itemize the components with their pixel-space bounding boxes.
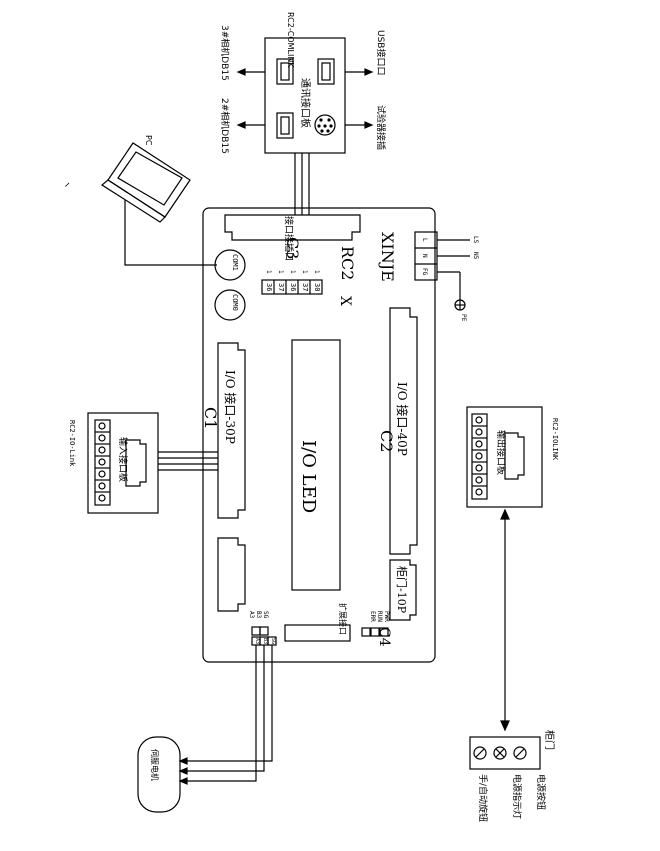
c2-title: C2	[377, 430, 396, 452]
comm-board-title: RC2-COMLINK	[286, 12, 295, 68]
status-led-label: PWR	[383, 611, 390, 622]
c4-title: C4	[376, 627, 392, 647]
terminal-mark: 1	[265, 270, 272, 274]
terminal-mark: 1	[277, 270, 284, 274]
signal-label: SG	[262, 611, 269, 619]
io-link-name: 输入接口板	[117, 437, 129, 482]
pc-label: PC	[144, 135, 153, 146]
comm-port-3	[276, 58, 294, 85]
io-out-name: 输出接口板	[495, 430, 507, 475]
c4-label: 柜门-10P	[395, 566, 409, 614]
brand-label: XINJE	[378, 232, 397, 282]
comm-port-usb	[317, 58, 335, 85]
signal-label: B3	[255, 611, 262, 619]
usb-label: USB接口口	[375, 30, 387, 75]
pe-label: PE	[460, 314, 467, 322]
c1-label: I/O 接口-30P	[223, 370, 238, 444]
com1-label: COM1	[231, 254, 239, 271]
power-button-label: 电源按钮	[535, 774, 547, 810]
io-led-panel	[291, 339, 341, 591]
sgn-pin: SG	[270, 638, 276, 644]
door-panel-title: 柜门	[543, 730, 556, 750]
power-label-ls: LS	[472, 236, 479, 244]
model-label: RC2	[338, 246, 357, 280]
comm-port-2-label: 2#相机DB15	[219, 98, 231, 154]
io-led-label: I/O LED	[298, 440, 319, 513]
c1-connector	[217, 342, 246, 519]
sgn-pin: A3	[254, 638, 260, 644]
c3-label: C3	[283, 237, 302, 259]
mode-knob-icon	[473, 746, 487, 760]
expansion-header	[284, 624, 351, 642]
c2-label: I/O 接口-40P	[395, 382, 410, 456]
terminal-number: 37	[301, 283, 309, 291]
power-pin-l: L	[421, 238, 428, 242]
power-pin-fg: FG	[421, 268, 428, 276]
io-link-title: RC2-IO-Link	[68, 420, 76, 467]
power-lamp-label: 电源指示灯	[511, 774, 523, 819]
expansion-label: 扩展接口	[338, 603, 348, 635]
servo-label: 伺服电机	[150, 749, 160, 781]
terminal-mark: 1	[313, 270, 320, 274]
model-suffix: X	[337, 296, 353, 306]
signal-label: A3	[248, 611, 255, 619]
tester-label: 试验器接插	[375, 105, 387, 150]
com1-port	[214, 249, 246, 281]
pc-icon	[100, 142, 191, 223]
comm-port-2	[276, 112, 294, 139]
comm-board-name: 通讯接口板	[299, 78, 312, 128]
terminal-number: 36	[289, 283, 297, 291]
terminal-number: 30	[313, 283, 321, 291]
tester-socket	[314, 114, 336, 136]
c4-connector	[389, 559, 417, 621]
terminal-number: 37	[277, 283, 285, 291]
c1-title: C1	[201, 407, 220, 429]
top-connector-label: 接口接插口	[283, 216, 295, 261]
power-pin-n: N	[421, 254, 428, 258]
sgn-pin: B3	[262, 638, 268, 644]
com0-port	[214, 289, 246, 321]
c2-connector	[389, 307, 418, 555]
servo-motor	[137, 736, 181, 813]
comm-board	[264, 37, 346, 154]
status-led-label: ERR	[369, 611, 376, 622]
mode-knob-label: 手/自动旋钮	[477, 774, 489, 822]
io-out-title: RC2-IOLINK	[551, 418, 559, 461]
io-link-board	[87, 412, 159, 514]
terminal-mark: 1	[301, 270, 308, 274]
controller-board	[202, 207, 436, 663]
com0-label: COM0	[231, 294, 239, 311]
door-panel	[469, 736, 541, 770]
status-led-label: RUN	[376, 611, 383, 622]
comm-port-3-label: 3#相机DB15	[219, 25, 231, 81]
terminal-mark: 1	[289, 270, 296, 274]
power-button-icon	[513, 746, 527, 760]
power-label-n5: N5	[472, 252, 479, 260]
io-out-board	[466, 406, 543, 508]
stray-mark: ヽ	[61, 180, 71, 189]
terminal-number: 36	[265, 283, 273, 291]
power-lamp-icon	[493, 746, 507, 760]
